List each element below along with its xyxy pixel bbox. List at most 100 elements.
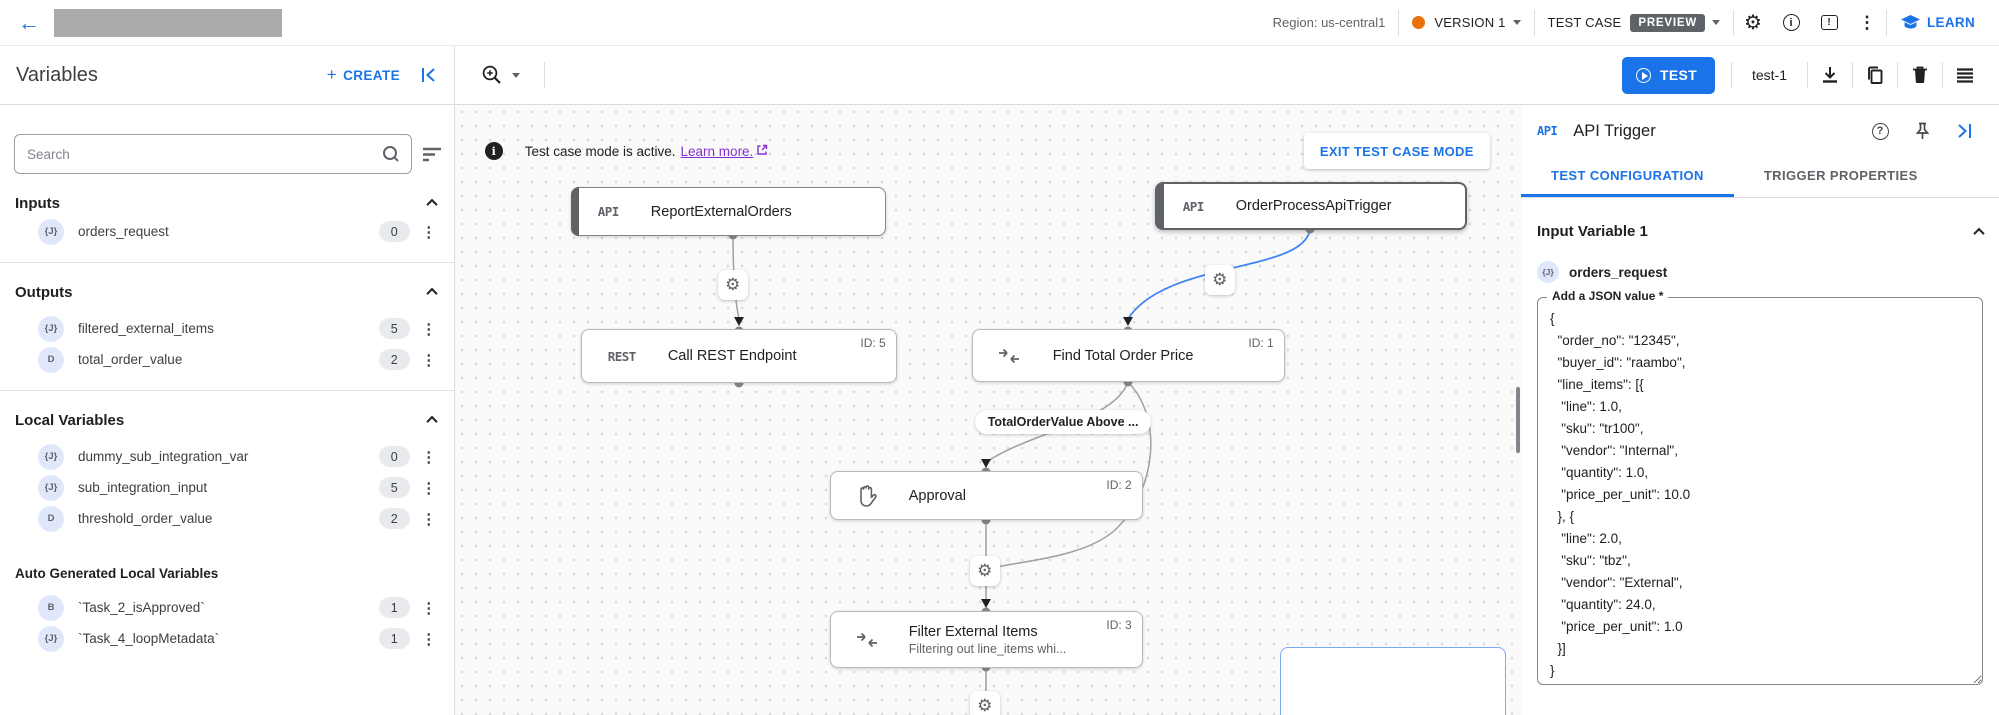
- page-title: Variables: [16, 63, 98, 86]
- delete-button[interactable]: [1898, 58, 1942, 92]
- variable-row[interactable]: {J} sub_integration_input 5 ⋮: [0, 472, 454, 503]
- more-vert-icon[interactable]: ⋮: [421, 448, 437, 466]
- back-arrow-icon[interactable]: ←: [18, 9, 40, 35]
- edge-gear-icon[interactable]: ⚙: [969, 691, 1000, 715]
- tab-trigger-properties[interactable]: TRIGGER PROPERTIES: [1763, 168, 1918, 183]
- chevron-up-icon[interactable]: [426, 287, 438, 300]
- usage-count-badge: 0: [378, 446, 410, 467]
- node-approval[interactable]: Approval ID: 2: [829, 471, 1143, 520]
- trash-icon: [1913, 66, 1927, 84]
- settings-button[interactable]: ⚙: [1734, 7, 1772, 39]
- section-header-outputs: Outputs: [0, 279, 454, 305]
- node-report-external-orders[interactable]: API ReportExternalOrders: [570, 187, 886, 236]
- more-vert-icon[interactable]: ⋮: [421, 599, 437, 617]
- divider: [1733, 9, 1734, 36]
- variable-row[interactable]: {J} filtered_external_items 5 ⋮: [0, 313, 454, 344]
- chevron-up-icon[interactable]: [426, 415, 438, 428]
- pin-button[interactable]: [1903, 115, 1941, 147]
- learn-link[interactable]: LEARN: [1887, 15, 1981, 30]
- toolbar: Variables + CREATE TEST test-1: [0, 45, 1999, 105]
- variable-row[interactable]: D threshold_order_value 2 ⋮: [0, 503, 454, 534]
- info-button[interactable]: i: [1772, 7, 1810, 39]
- variable-name: sub_integration_input: [78, 480, 208, 495]
- tab-test-configuration[interactable]: TEST CONFIGURATION: [1521, 157, 1734, 197]
- panel-tabs: TEST CONFIGURATION TRIGGER PROPERTIES: [1521, 157, 1999, 198]
- canvas-scrollbar[interactable]: [1516, 387, 1520, 453]
- test-case-name[interactable]: test-1: [1751, 67, 1787, 83]
- more-menu-button[interactable]: ⋮: [1848, 7, 1886, 39]
- info-icon: i: [484, 142, 503, 160]
- node-find-total-order-price[interactable]: Find Total Order Price ID: 1: [971, 329, 1285, 382]
- more-vert-icon[interactable]: ⋮: [421, 479, 437, 497]
- node-order-process-api-trigger[interactable]: API OrderProcessApiTrigger: [1154, 182, 1467, 230]
- chevron-down-icon: [1512, 20, 1521, 25]
- usage-count-badge: 1: [378, 628, 410, 649]
- node-type-chip: API: [597, 204, 620, 219]
- top-bar: ← Region: us-central1 VERSION 1 TEST CAS…: [0, 0, 1999, 45]
- edge-gear-icon[interactable]: ⚙: [717, 270, 748, 300]
- json-type-icon: {J}: [1537, 261, 1559, 283]
- learn-more-link[interactable]: Learn more.: [680, 143, 754, 159]
- zoom-control[interactable]: [481, 64, 520, 86]
- banner-message: Test case mode is active.: [524, 143, 676, 159]
- integration-canvas[interactable]: i Test case mode is active. Learn more. …: [454, 105, 1521, 715]
- node-title: Call REST Endpoint: [667, 348, 797, 364]
- node-type-chip: REST: [607, 348, 637, 364]
- double-type-icon: D: [38, 505, 64, 532]
- help-button[interactable]: ?: [1861, 115, 1899, 147]
- variable-row[interactable]: B `Task_2_isApproved` 1 ⋮: [0, 592, 454, 623]
- copy-button[interactable]: [1853, 58, 1897, 92]
- variable-row[interactable]: D total_order_value 2 ⋮: [0, 344, 454, 375]
- variable-name: filtered_external_items: [78, 321, 214, 336]
- api-chip: API: [1537, 124, 1558, 138]
- edge-condition-label[interactable]: TotalOrderValue Above ...: [974, 410, 1152, 434]
- search-input[interactable]: [27, 146, 383, 162]
- test-case-selector[interactable]: TEST CASE PREVIEW: [1535, 8, 1733, 38]
- region-label: Region: us-central1: [1272, 15, 1386, 30]
- log-list-button[interactable]: [1943, 58, 1987, 92]
- node-filter-external-items[interactable]: Filter External Items Filtering out line…: [829, 611, 1143, 668]
- divider: [1533, 9, 1535, 36]
- usage-count-badge: 0: [378, 221, 410, 242]
- create-variable-button[interactable]: + CREATE: [327, 65, 400, 85]
- version-selector[interactable]: VERSION 1: [1399, 8, 1533, 38]
- exit-test-case-mode-button[interactable]: EXIT TEST CASE MODE: [1303, 133, 1490, 169]
- json-field-label: Add a JSON value *: [1547, 289, 1669, 303]
- usage-count-badge: 2: [378, 508, 410, 529]
- more-vert-icon[interactable]: ⋮: [421, 510, 437, 528]
- edge-gear-icon[interactable]: ⚙: [1204, 265, 1235, 295]
- download-button[interactable]: [1808, 58, 1852, 92]
- more-vert-icon[interactable]: ⋮: [421, 223, 437, 241]
- node-call-rest-endpoint[interactable]: REST Call REST Endpoint ID: 5: [580, 329, 897, 383]
- feedback-button[interactable]: !: [1810, 7, 1848, 39]
- chevron-down-icon: [512, 72, 520, 78]
- search-box[interactable]: [14, 134, 412, 174]
- collapse-panel-right-button[interactable]: [1945, 115, 1983, 147]
- more-vert-icon[interactable]: ⋮: [421, 320, 437, 338]
- json-value-textarea[interactable]: { "order_no": "12345", "buyer_id": "raam…: [1537, 297, 1983, 685]
- collapse-panel-left-button[interactable]: [420, 67, 438, 83]
- learn-label: LEARN: [1927, 15, 1975, 30]
- sort-filter-icon[interactable]: [422, 147, 442, 162]
- more-vert-icon[interactable]: ⋮: [421, 351, 437, 369]
- help-icon: ?: [1871, 122, 1889, 140]
- version-status-icon: [1412, 16, 1426, 29]
- node-id-label: ID: 3: [1106, 618, 1132, 632]
- variable-row[interactable]: {J} orders_request 0 ⋮: [0, 216, 454, 247]
- variable-row[interactable]: {J} dummy_sub_integration_var 0 ⋮: [0, 441, 454, 472]
- highlighted-drop-area: [1279, 647, 1506, 715]
- usage-count-badge: 2: [378, 349, 410, 370]
- section-title: Auto Generated Local Variables: [15, 565, 219, 581]
- chevron-up-icon[interactable]: [1973, 227, 1985, 239]
- chevron-up-icon[interactable]: [426, 198, 438, 211]
- collapse-right-icon: [1958, 124, 1971, 138]
- edge-gear-icon[interactable]: ⚙: [969, 556, 1000, 586]
- gear-icon: ⚙: [1744, 12, 1762, 34]
- test-button[interactable]: TEST: [1622, 56, 1715, 94]
- boolean-type-icon: B: [38, 594, 64, 621]
- test-case-mode-banner: i Test case mode is active. Learn more. …: [484, 133, 1490, 169]
- variable-row[interactable]: {J} `Task_4_loopMetadata` 1 ⋮: [0, 623, 454, 654]
- section-title: Local Variables: [15, 411, 125, 429]
- data-mapping-icon: [997, 346, 1021, 366]
- more-vert-icon[interactable]: ⋮: [421, 630, 437, 648]
